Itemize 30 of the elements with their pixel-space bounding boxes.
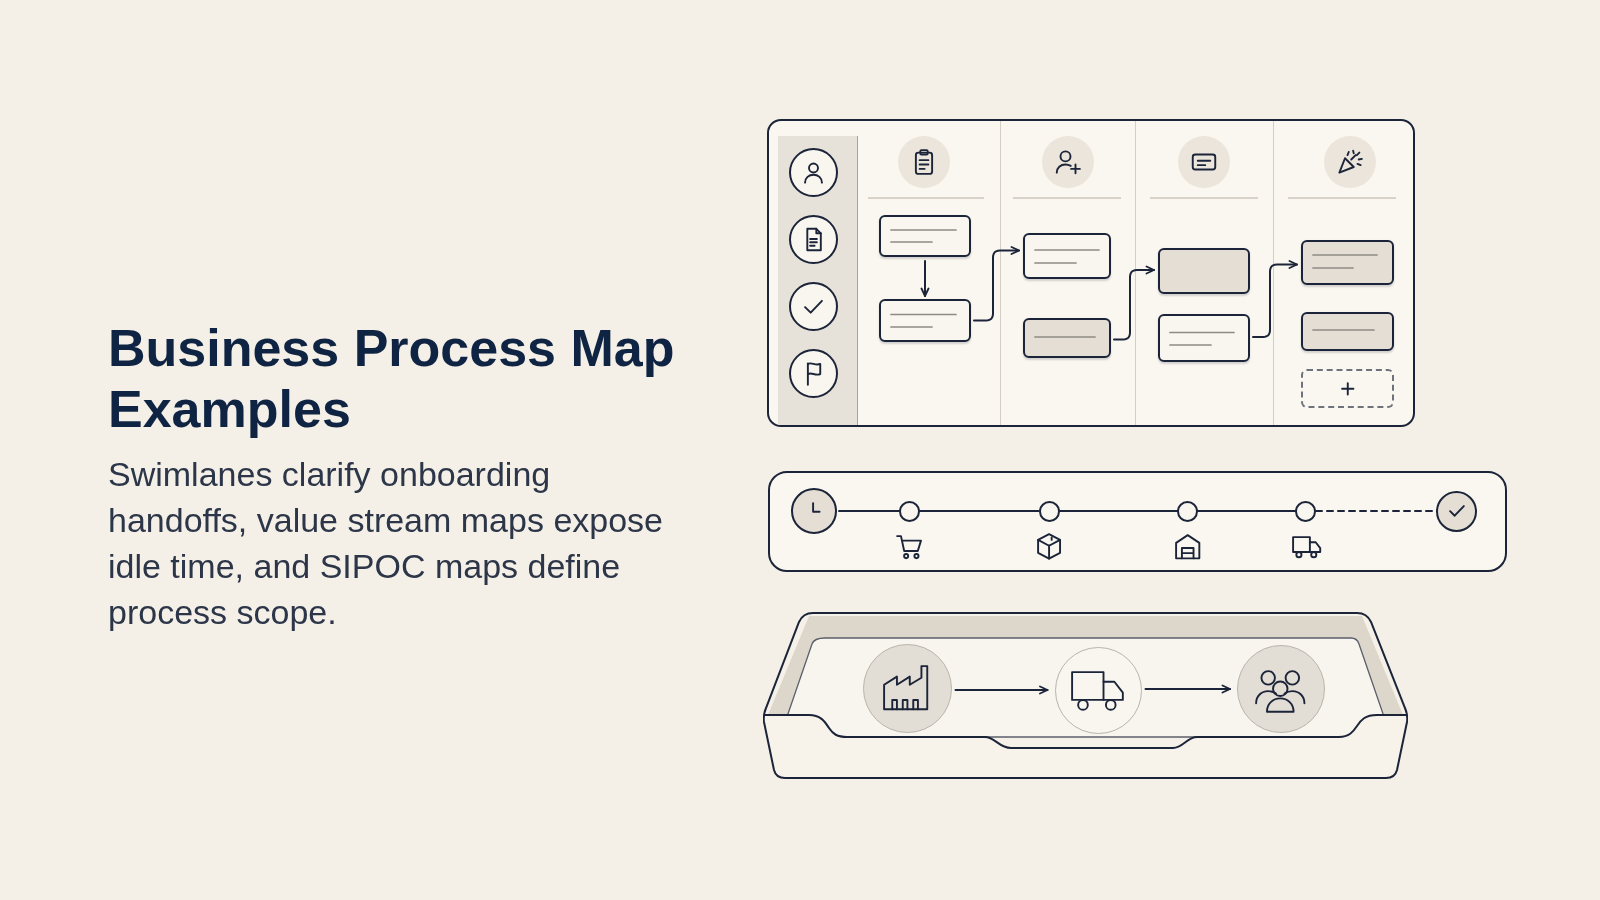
elbow-arrow [973,246,1020,322]
page-title: Business Process Map Examples [108,318,676,440]
elbow-arrow [1252,260,1298,338]
process-box [879,299,971,342]
connector-line [838,510,900,512]
milestone-circle [1038,500,1060,522]
connector-line [919,510,1040,512]
process-box [879,215,971,257]
description-paragraph: Swimlanes clarify onboarding handoffs, value stream maps expose idle time, and SIPOC maps define process scope. [108,454,665,633]
swimlane-panel [767,119,1415,427]
milestone-circle [1295,500,1316,522]
process-box [1023,318,1111,358]
milestone-circle [1177,500,1198,522]
check-circle [1436,490,1477,532]
process-box [1023,233,1111,279]
timeline-panel [768,471,1507,572]
connector-line [1058,510,1178,512]
tray [763,612,1408,780]
process-box [1158,248,1250,294]
clock-circle [791,488,837,534]
arrow [954,685,1049,695]
process-box [1301,240,1394,285]
arrow [1144,684,1231,694]
process-box [1301,312,1394,351]
milestone-circle [899,500,920,522]
dashed-placeholder-box [1301,369,1394,408]
elbow-arrow [1113,265,1155,341]
arrow [920,260,930,297]
process-box [1158,314,1250,362]
connector-line [1197,510,1296,512]
